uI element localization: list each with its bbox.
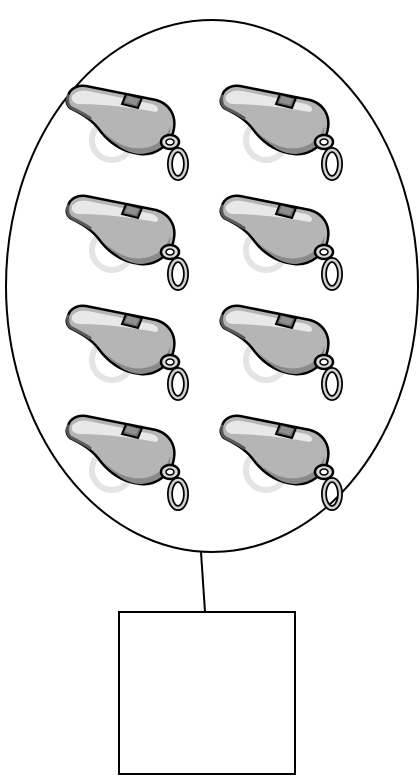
- whistle-icon: [221, 306, 340, 398]
- whistle-grid: [67, 86, 340, 508]
- group-oval: [5, 19, 419, 553]
- whistle-icon: [221, 416, 340, 508]
- connector-line: [200, 551, 206, 613]
- answer-box[interactable]: [118, 611, 296, 775]
- whistle-icon: [67, 86, 186, 178]
- whistle-icon: [67, 306, 186, 398]
- whistle-icon: [221, 196, 340, 288]
- whistle-icon: [221, 86, 340, 178]
- whistle-icon: [67, 196, 186, 288]
